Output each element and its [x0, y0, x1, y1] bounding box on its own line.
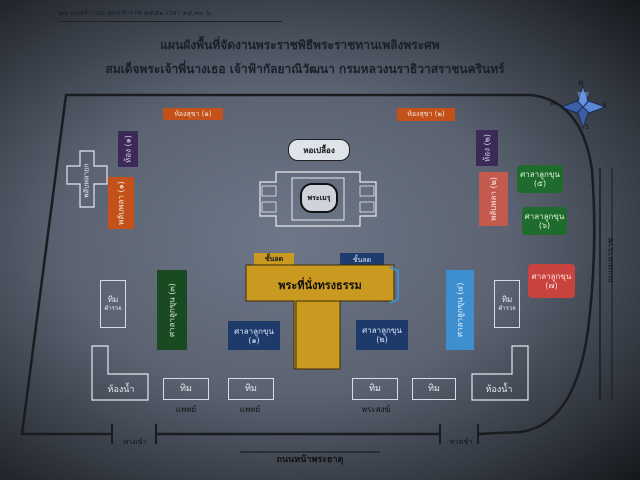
map-title-line-2: สมเด็จพระเจ้าพี่นางเธอ เจ้าฟ้ากัลยาณิวัฒ… — [105, 62, 505, 76]
pavilion-left-navy: ศาลาลูกขุน (๑) — [228, 321, 280, 350]
pavilion-left-orange: พลับพลา (๑) — [108, 177, 134, 229]
tent-right-police-sub: ตำรวจ — [498, 305, 516, 312]
pavilion-right-navy-number: (๒) — [376, 335, 388, 344]
pavilion-right-green-2: ศาลาลูกขุน (๖) — [522, 207, 567, 235]
stand-right-navy: ชั้นลด — [340, 253, 384, 267]
royal-pavilion-cross-shape — [66, 150, 108, 208]
toilet-right-outline — [471, 345, 529, 401]
compass-w-label: W — [550, 100, 556, 107]
road-bottom-label: ถนนหน้าพระธาตุ — [276, 455, 344, 465]
pavilion-right-red-label: ศาลาลูกขุน — [531, 272, 572, 281]
pavilion-left-green: ศาลาลูกขุน (๓) — [157, 270, 187, 350]
pavilion-right-green-1-label: ศาลาลูกขุน — [520, 170, 560, 179]
toilet-block-top-left: ห้องสุขา (๑) — [163, 108, 223, 120]
tim-doctor-2-sub: แพทย์ — [239, 405, 261, 414]
main-hall-shape — [245, 264, 399, 370]
tim-monk-sub: พระสงฆ์ — [361, 405, 391, 414]
compass-n-label: N — [578, 80, 584, 87]
pavilion-right-red-number: (๗) — [545, 281, 558, 290]
pavilion-right-green-1: ศาลาลูกขุน (๕) — [517, 165, 563, 193]
compass-s-label: S — [585, 124, 589, 131]
pavilion-left-navy-number: (๑) — [248, 335, 260, 345]
toilet-block-top-right: ห้องสุขา (๒) — [397, 108, 455, 121]
pavilion-right-green-1-number: (๕) — [533, 179, 547, 188]
toilet-left-label: ห้องน้ำ — [107, 385, 135, 395]
main-hall-label: พระที่นั่งทรงธรรม — [278, 278, 362, 292]
gate-right-label: ทางเข้า — [449, 438, 473, 446]
tent-right-police-label: ทิม — [501, 295, 513, 304]
pavilion-right-navy-label: ศาลาลูกขุน — [362, 326, 402, 335]
disrobing-hall: หอเปลื้อง — [288, 139, 350, 161]
tent-left-police-label: ทิม — [107, 295, 119, 304]
compass-icon — [559, 84, 607, 130]
header-date-line: ๑๗ พฤศจิกายน พุทธศักราช ๒๕๕๑ เวลา ๑๕.๓๐ … — [58, 8, 282, 22]
tim-doctor-2: ทิม — [228, 378, 274, 400]
tent-left-police: ทิม ตำรวจ — [100, 280, 126, 328]
tim-monk: ทิม — [352, 378, 398, 400]
map-title-line-1: แผนผังพื้นที่จัดงานพระราชพิธีพระราชทานเพ… — [160, 38, 440, 52]
toilet-right-label: ห้องน้ำ — [485, 385, 513, 395]
room-left-purple: ห้อง (๑) — [118, 131, 138, 167]
royal-pavilion-cross-label: พลับพลายก — [82, 163, 91, 199]
pavilion-left-navy-label: ศาลาลูกขุน — [234, 326, 274, 336]
tim-plain: ทิม — [412, 378, 456, 400]
pavilion-right-salmon: พลับพลา (๒) — [479, 172, 508, 226]
tent-left-police-sub: ตำรวจ — [104, 305, 122, 312]
stand-left-gold: ชั้นลด — [254, 253, 294, 266]
pavilion-right-red: ศาลาลูกขุน (๗) — [528, 264, 575, 298]
tim-doctor-1-sub: แพทย์ — [175, 405, 197, 414]
royal-crematorium-outline — [259, 171, 377, 227]
pavilion-right-green-2-label: ศาลาลูกขุน — [524, 212, 565, 221]
toilet-left-outline — [91, 345, 149, 401]
gate-left-label: ทางเข้า — [123, 438, 147, 446]
pavilion-right-green-2-number: (๖) — [538, 221, 551, 230]
room-right-purple: ห้อง (๒) — [476, 130, 498, 166]
road-right-label: ถนนมหาราช — [606, 237, 615, 283]
pavilion-right-cyan: ศาลาลูกขุน (๔) — [446, 270, 474, 350]
pavilion-right-navy: ศาลาลูกขุน (๒) — [356, 320, 408, 350]
compass-e-label: E — [603, 102, 607, 109]
tent-right-police: ทิม ตำรวจ — [494, 280, 520, 328]
crematorium-center: พระเมรุ — [300, 183, 338, 213]
tim-doctor-1: ทิม — [163, 378, 209, 400]
